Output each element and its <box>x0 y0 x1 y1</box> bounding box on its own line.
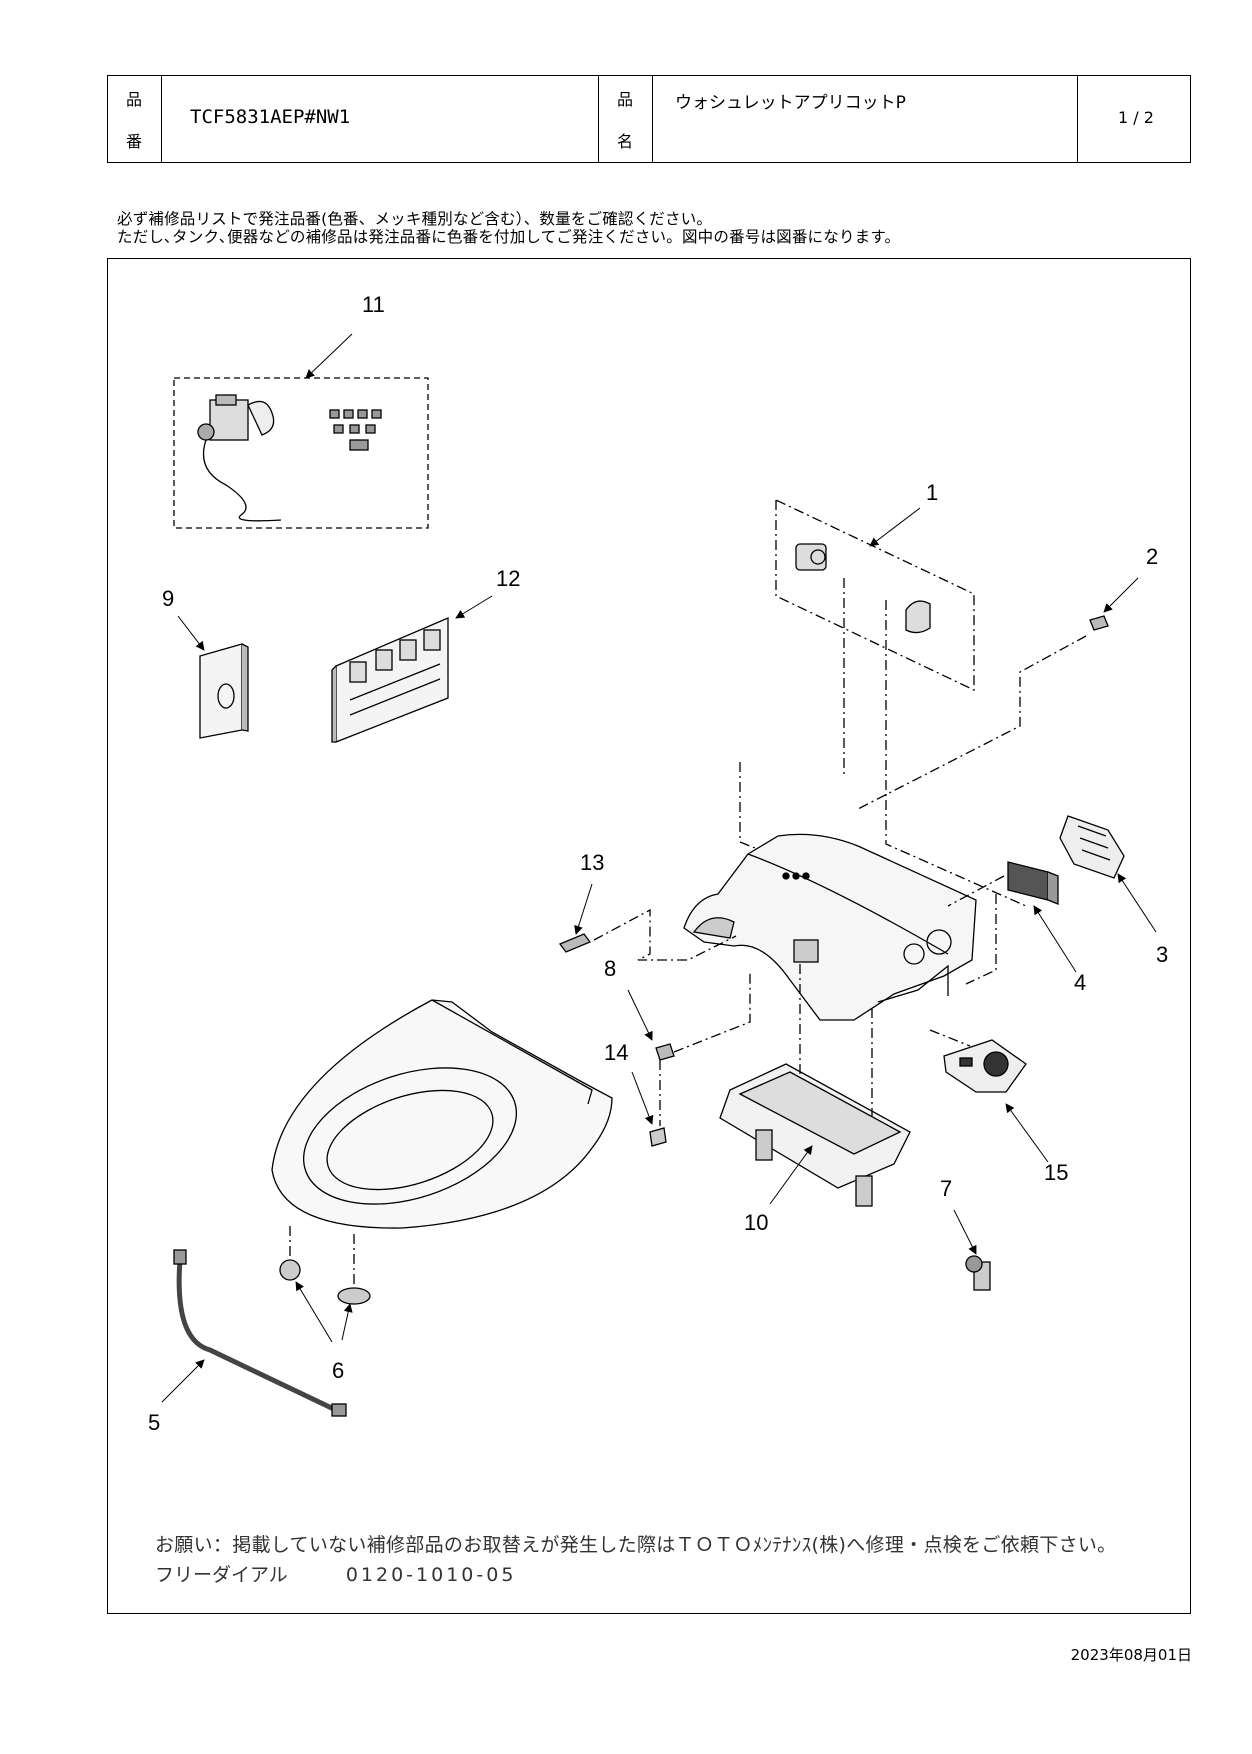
part-10-base-plate <box>719 1063 911 1207</box>
part-5-supply-hose <box>173 1249 347 1417</box>
name-label-cell: 品 名 <box>599 76 653 162</box>
part-no-cell: TCF5831AEP#NW1 <box>162 76 599 162</box>
part-3-4-assembly-line <box>947 875 1005 985</box>
part-2-assembly-line <box>855 635 1087 811</box>
part-1-knob-box <box>775 498 975 692</box>
part-8-assembly-line <box>673 972 751 1053</box>
diagram-frame <box>107 258 1191 1614</box>
leader-4 <box>1033 905 1077 973</box>
leader-14 <box>631 1071 654 1125</box>
callout-9: 9 <box>162 586 174 611</box>
callout-7: 7 <box>940 1176 952 1201</box>
part-3-vent-grille <box>1059 815 1125 879</box>
part-9-wall-remote <box>199 643 249 739</box>
part-8-clip <box>655 1043 675 1061</box>
name-label-1: 品 <box>617 90 634 109</box>
name-cell: ウォシュレットアプリコットP <box>653 76 1078 162</box>
part-4-filter <box>1007 861 1059 905</box>
free-dial-number: 0120-1010-05 <box>345 1564 517 1586</box>
callout-13: 13 <box>580 850 604 875</box>
part-11-clips <box>329 409 382 451</box>
leader-2 <box>1103 577 1139 613</box>
order-notes: 必ず補修品リストで発注品番(色番、メッキ種別など含む）、数量をご確認ください。 … <box>117 210 900 246</box>
issue-date: 2023年08月01日 <box>1070 1646 1192 1664</box>
leader-5 <box>161 1359 205 1403</box>
leader-1 <box>869 507 921 547</box>
product-name: ウォシュレットアプリコットP <box>675 93 906 113</box>
part-1-assembly-line <box>843 578 1027 907</box>
part-7-valve <box>965 1255 991 1291</box>
leader-11 <box>305 333 353 379</box>
note-line-2: ただし､タンク､便器などの補修品は発注品番に色番を付加してご発注ください。図中の… <box>117 228 901 246</box>
part-13-connector <box>558 933 592 953</box>
part-13-assembly-line <box>593 908 737 961</box>
part-no-label-1: 品 <box>126 90 143 109</box>
callout-10: 10 <box>744 1210 768 1235</box>
part-11-kit-box <box>173 377 429 529</box>
callout-11: 11 <box>362 292 385 317</box>
free-dial-label: フリーダイアル <box>155 1564 288 1586</box>
callout-1: 1 <box>926 480 938 505</box>
part-1-knob-a <box>795 543 827 571</box>
leader-3 <box>1117 873 1157 933</box>
repair-request-note: お願い：掲載していない補修部品のお取替えが発生した際はＴＯＴＯﾒﾝﾃﾅﾝｽ(株)… <box>155 1534 1117 1556</box>
callout-8: 8 <box>604 956 616 981</box>
page-cell: 1 / 2 <box>1078 76 1190 162</box>
leader-8 <box>627 989 653 1041</box>
header-table: 品 番 TCF5831AEP#NW1 品 名 ウォシュレットアプリコットP 1 … <box>107 75 1191 163</box>
leader-13 <box>574 883 593 935</box>
leader-6a <box>295 1281 333 1343</box>
callout-6: 6 <box>332 1358 344 1383</box>
part-11-valve-unit <box>197 394 282 522</box>
callout-12: 12 <box>496 566 520 591</box>
part-14-bracket <box>649 1127 667 1147</box>
part-10-assembly-line <box>799 964 873 1116</box>
free-dial: フリーダイアル 0120-1010-05 <box>155 1560 516 1587</box>
part-12-remote-panel <box>331 617 449 743</box>
page-number: 1 / 2 <box>1118 108 1154 127</box>
callout-3: 3 <box>1156 942 1168 967</box>
leader-9 <box>177 615 205 651</box>
part-2-clip <box>1089 615 1109 631</box>
callout-14: 14 <box>604 1040 628 1065</box>
part-15-cover <box>943 1039 1027 1093</box>
part-no-label-cell: 品 番 <box>108 76 162 162</box>
leader-10 <box>769 1145 813 1205</box>
leader-7 <box>953 1209 977 1255</box>
part-no-label-2: 番 <box>126 132 143 151</box>
callout-5: 5 <box>148 1410 160 1435</box>
part-6-seat-fitting <box>279 1259 371 1305</box>
main-unit-box <box>739 762 841 883</box>
toilet-seat <box>271 999 613 1229</box>
leader-15 <box>1005 1103 1049 1163</box>
leader-12 <box>455 595 493 619</box>
callout-2: 2 <box>1146 544 1158 569</box>
main-body-unit <box>683 833 977 1021</box>
leader-6b <box>341 1303 353 1341</box>
part-number: TCF5831AEP#NW1 <box>190 106 351 128</box>
seat-assembly-line <box>289 1226 355 1284</box>
note-line-1: 必ず補修品リストで発注品番(色番、メッキ種別など含む）、数量をご確認ください。 <box>117 210 713 228</box>
part-1-knob-b <box>905 600 931 634</box>
callout-15: 15 <box>1044 1160 1068 1185</box>
callout-4: 4 <box>1074 970 1086 995</box>
part-15-assembly-line <box>929 1029 971 1047</box>
name-label-2: 名 <box>617 132 634 151</box>
